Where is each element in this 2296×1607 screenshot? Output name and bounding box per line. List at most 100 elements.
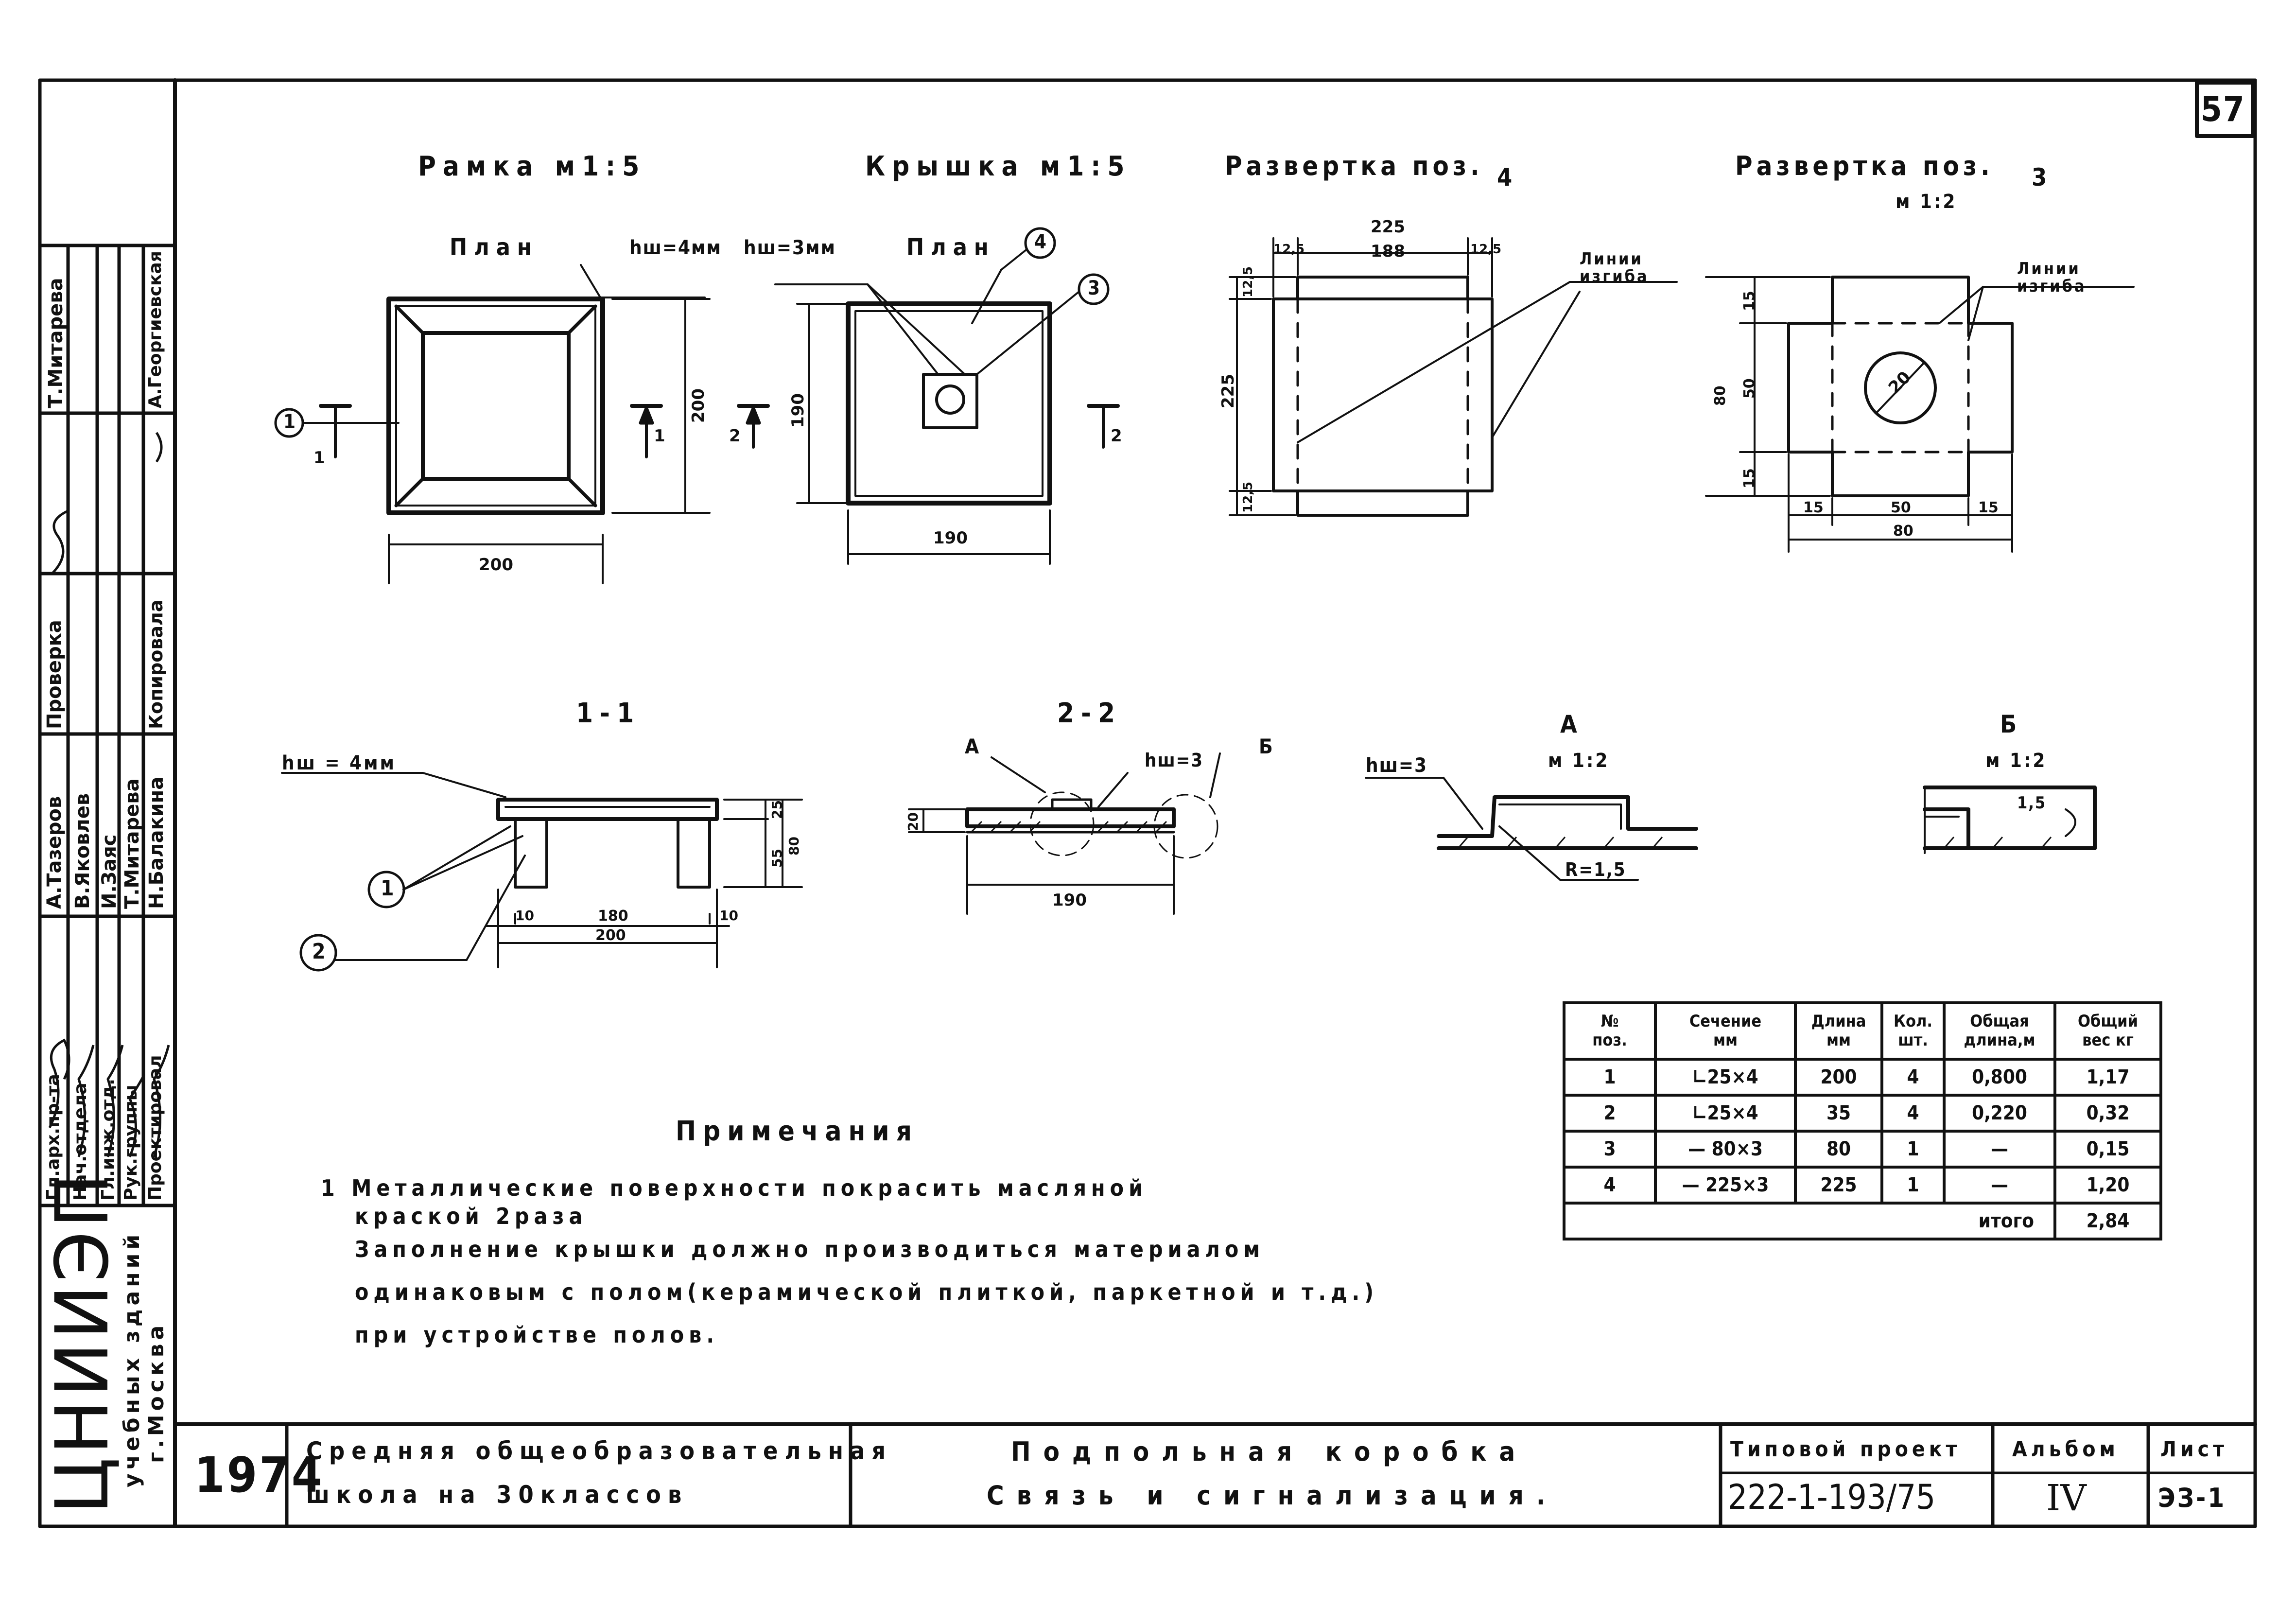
lid-plan-label: План: [906, 234, 995, 261]
lid-title: Крышка м1:5: [865, 151, 1131, 182]
s11-dim-180: 180: [598, 908, 628, 925]
title-school-2: школа на 30классов: [306, 1481, 689, 1509]
table-row: 3 — 80×3 80 1 — 0,15: [1563, 1130, 2162, 1169]
org-subtitle: учебных зданий: [120, 1230, 144, 1487]
section-2-2-title: 2-2: [1057, 698, 1122, 729]
detail-a-scale: м 1:2: [1548, 750, 1610, 772]
dev3-dim-50a: 50: [1741, 378, 1758, 399]
sheet-number: 57: [2201, 89, 2245, 129]
table-cell: ∟25×4: [1654, 1094, 1797, 1133]
cut-1-left: 1: [313, 448, 325, 468]
dev3-pos: 3: [2032, 163, 2047, 192]
callout-1-plan: 1: [283, 411, 296, 433]
title-album-number: IV: [2046, 1477, 2087, 1519]
table-header: № поз.: [1563, 1001, 1657, 1061]
lid-dim-side: 190: [788, 393, 808, 428]
callout-4-plan: 4: [1034, 231, 1047, 253]
detail-b-dim: 1,5: [2017, 793, 2047, 813]
table-cell: 4: [1563, 1166, 1657, 1205]
table-header: Общая длина,м: [1943, 1001, 2056, 1061]
notes-block: 1 Металлические поверхности покрасить ма…: [321, 1167, 1378, 1356]
dev3-dim-15b: 15: [1741, 468, 1758, 489]
detail-a-title: А: [1560, 710, 1584, 738]
dev3-dim-15a: 15: [1741, 291, 1758, 311]
table-cell: 0,800: [1943, 1058, 2056, 1097]
bend-lines-4-text: Линии изгиба: [1580, 249, 1649, 286]
table-header: Длина мм: [1794, 1001, 1883, 1061]
dev4-dim-side: 225: [1218, 374, 1238, 408]
callout-2-section: 2: [312, 939, 326, 964]
lid-hw-label: hш=3мм: [744, 237, 836, 259]
table-header: Сечение мм: [1654, 1001, 1797, 1061]
table-row: 2 ∟25×4 35 4 0,220 0,32: [1563, 1094, 2162, 1133]
bend-lines-3-text: Линии изгиба: [2017, 259, 2087, 296]
dev4-dim-125d: 12,5: [1241, 481, 1255, 513]
s11-dim-10a: 10: [515, 908, 534, 924]
table-cell: —: [1943, 1166, 2056, 1205]
title-album-label: Альбом: [2012, 1437, 2119, 1462]
s11-dim-80: 80: [786, 837, 802, 856]
frame-plan-label: План: [450, 234, 539, 261]
title-school-1: Средняя общеобразовательная: [306, 1437, 893, 1465]
s11-dim-10b: 10: [719, 908, 738, 924]
dev4-pos: 4: [1497, 163, 1513, 192]
table-cell: 0,32: [2053, 1094, 2162, 1133]
table-cell: 0,220: [1943, 1094, 2056, 1133]
dev4-dim-125b: 12,5: [1470, 242, 1502, 257]
dev3-dim-80b: 80: [1893, 523, 1913, 540]
lid-dim-bottom: 190: [933, 528, 968, 548]
title-project-label: Типовой проект: [1730, 1437, 1961, 1462]
cut-2-left: 2: [729, 426, 741, 446]
note-line: одинаковым с полом(керамической плиткой,…: [355, 1279, 1379, 1305]
dev4-dim-125a: 12,5: [1273, 242, 1305, 257]
table-row: 4 — 225×3 225 1 — 1,20: [1563, 1166, 2162, 1205]
table-cell: 1: [1563, 1058, 1657, 1097]
table-header: Кол. шт.: [1880, 1001, 1946, 1061]
cut-1-right: 1: [654, 426, 665, 446]
table-cell: 35: [1794, 1094, 1883, 1133]
s11-dim-200: 200: [595, 927, 626, 944]
table-header: Общий вес кг: [2053, 1001, 2162, 1061]
table-cell: 225: [1794, 1166, 1883, 1205]
table-row: 1 ∟25×4 200 4 0,800 1,17: [1563, 1058, 2162, 1097]
title-drawing-1: Подпольная коробка: [1011, 1436, 1528, 1467]
title-project-number: 222-1-193/75: [1728, 1477, 1936, 1517]
notes-heading: Примечания: [676, 1116, 919, 1147]
title-sheet-label: Лист: [2160, 1437, 2228, 1462]
s22-dim-20: 20: [905, 812, 921, 831]
cut-2-right: 2: [1111, 426, 1122, 446]
detail-b-scale: м 1:2: [1985, 750, 2047, 772]
table-total-value: 2,84: [2053, 1202, 2162, 1240]
note-line: Заполнение крышки должно производиться м…: [355, 1236, 1265, 1262]
detail-a-radius: R=1,5: [1565, 859, 1626, 880]
dev3-dim-50b: 50: [1891, 499, 1911, 516]
table-total-label: итого: [1563, 1202, 2056, 1240]
table-cell: 4: [1880, 1058, 1946, 1097]
dev4-dim-top: 225: [1371, 217, 1405, 237]
table-cell: 1,20: [2053, 1166, 2162, 1205]
table-total-row: итого 2,84: [1563, 1202, 2162, 1240]
note-line: 1 Металлические поверхности покрасить ма…: [321, 1175, 1148, 1201]
title-year: 1974: [194, 1447, 324, 1503]
table-cell: —: [1943, 1130, 2056, 1169]
section-1-1-title: 1-1: [576, 698, 641, 729]
s11-dim-55: 55: [769, 849, 785, 868]
section-2-2-a: А: [965, 734, 986, 758]
bend-lines-3-label: Линии изгиба: [2017, 260, 2087, 295]
signature-scribbles: [48, 432, 170, 1157]
table-cell: ∟25×4: [1654, 1058, 1797, 1097]
frame-dim-side: 200: [689, 388, 708, 423]
dev4-dim-188: 188: [1371, 242, 1405, 261]
s22-dim-190: 190: [1052, 891, 1087, 910]
bend-lines-4-label: Линии изгиба: [1580, 250, 1649, 285]
table-cell: 1,17: [2053, 1058, 2162, 1097]
table-cell: 4: [1880, 1094, 1946, 1133]
table-cell: 0,15: [2053, 1130, 2162, 1169]
detail-a-hw: hш=3: [1366, 754, 1428, 777]
table-cell: 1: [1880, 1130, 1946, 1169]
dev3-dim-80a: 80: [1712, 385, 1729, 406]
table-cell: 1: [1880, 1166, 1946, 1205]
callout-1-section: 1: [381, 876, 394, 901]
callout-3-plan: 3: [1088, 277, 1100, 299]
